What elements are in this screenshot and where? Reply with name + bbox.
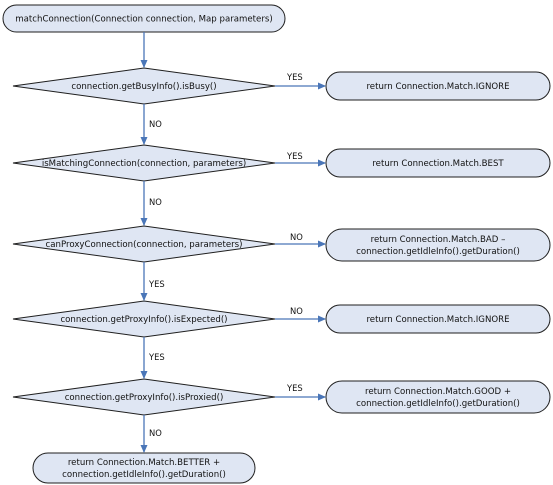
decision-is-busy-label: connection.getBusyInfo().isBusy(): [71, 82, 216, 92]
edge-label-expected-no: NO: [290, 306, 303, 316]
edge-label-busy-no: NO: [149, 119, 162, 129]
edge-label-matching-no: NO: [149, 197, 162, 207]
edge-label-busy-yes: YES: [286, 72, 303, 82]
result-best-line-1: return Connection.Match.BEST: [372, 159, 504, 169]
start-node-label: matchConnection(Connection connection, M…: [15, 15, 272, 25]
decision-is-busy: connection.getBusyInfo().isBusy(): [12, 67, 276, 105]
final-node-line-1: return Connection.Match.BETTER +: [68, 458, 220, 468]
result-good-line-2: connection.getIdleInfo().getDuration(): [356, 399, 520, 409]
final-node-line-2: connection.getIdleInfo().getDuration(): [62, 470, 226, 480]
result-ignore-expected-line-1: return Connection.Match.IGNORE: [366, 315, 509, 325]
edge-label-proxy-no: NO: [290, 232, 303, 242]
result-good: return Connection.Match.GOOD + connectio…: [325, 380, 551, 414]
decision-is-matching-label: isMatchingConnection(connection, paramet…: [42, 159, 246, 169]
result-bad-line-1: return Connection.Match.BAD –: [371, 235, 506, 245]
decision-is-proxied-label: connection.getProxyInfo().isProxied(): [65, 393, 224, 403]
start-node: matchConnection(Connection connection, M…: [2, 4, 286, 33]
result-bad-line-2: connection.getIdleInfo().getDuration(): [356, 247, 520, 257]
result-good-line-1: return Connection.Match.GOOD +: [365, 387, 511, 397]
decision-is-expected: connection.getProxyInfo().isExpected(): [12, 300, 276, 338]
edge-label-expected-yes: YES: [148, 352, 165, 362]
decision-is-expected-label: connection.getProxyInfo().isExpected(): [60, 315, 227, 325]
result-ignore-expected: return Connection.Match.IGNORE: [325, 304, 551, 334]
result-bad: return Connection.Match.BAD – connection…: [325, 228, 551, 262]
result-best: return Connection.Match.BEST: [325, 148, 551, 178]
decision-can-proxy-label: canProxyConnection(connection, parameter…: [46, 240, 243, 250]
decision-is-matching: isMatchingConnection(connection, paramet…: [12, 144, 276, 182]
decision-is-proxied: connection.getProxyInfo().isProxied(): [12, 378, 276, 416]
decision-can-proxy: canProxyConnection(connection, parameter…: [12, 225, 276, 263]
result-ignore-busy-line-1: return Connection.Match.IGNORE: [366, 82, 509, 92]
edge-label-proxy-yes: YES: [148, 279, 165, 289]
edge-label-matching-yes: YES: [286, 151, 303, 161]
result-ignore-busy: return Connection.Match.IGNORE: [325, 71, 551, 101]
edge-label-proxied-yes: YES: [286, 383, 303, 393]
final-node-better: return Connection.Match.BETTER + connect…: [32, 452, 256, 484]
edge-label-proxied-no: NO: [149, 428, 162, 438]
